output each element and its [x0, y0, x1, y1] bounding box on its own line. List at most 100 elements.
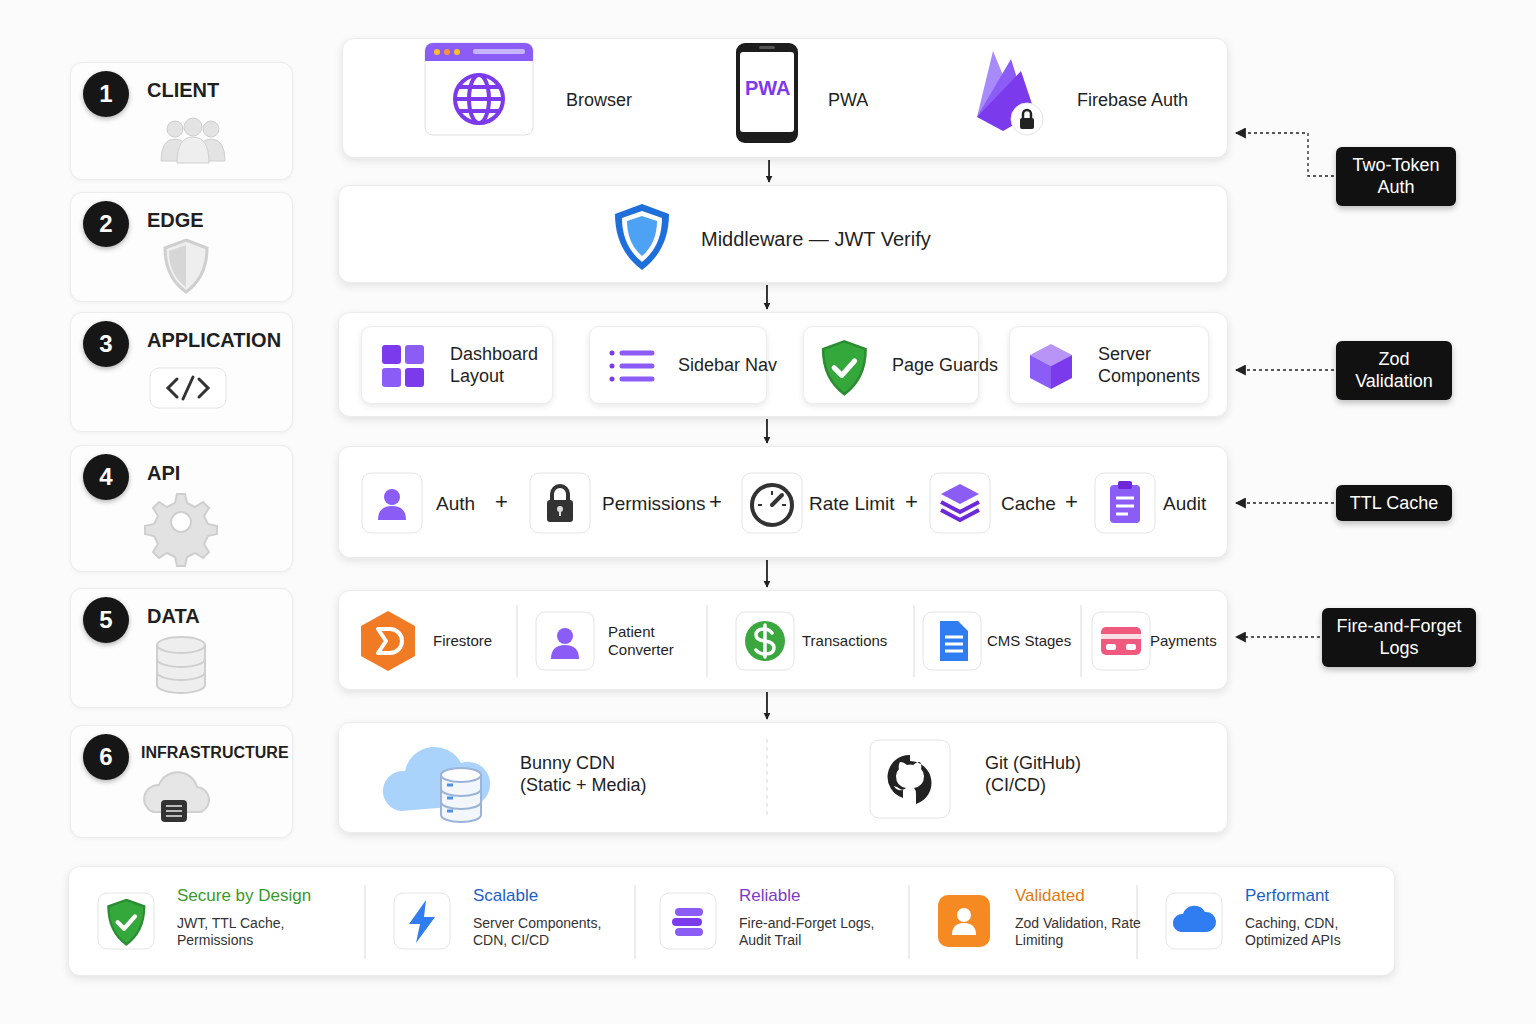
layer-card: APPLICATION3 — [70, 312, 293, 432]
icon — [606, 341, 656, 391]
label-text: Bunny CDN (Static + Media) — [520, 753, 658, 796]
label-text: PWA — [828, 90, 868, 112]
icon — [379, 737, 499, 823]
divider — [913, 605, 915, 677]
label-text: Transactions — [802, 632, 887, 650]
feature-item: ScalableServer Components, CDN, CI/CD — [393, 882, 643, 962]
layer-card: DATA 5 — [70, 588, 293, 708]
icon — [149, 490, 213, 554]
label-text: + — [905, 489, 918, 515]
label-text: + — [495, 489, 508, 515]
icon — [818, 338, 874, 398]
layer-card: EDGE 2 — [70, 192, 293, 302]
callout-box: TTL Cache — [1336, 485, 1452, 522]
label-text: Performant — [1245, 886, 1329, 906]
flow-arrow — [766, 692, 768, 719]
dashed-arrow — [1236, 133, 1334, 176]
icon — [869, 739, 951, 819]
layer-band: Auth+Permissions+Rate Limit+Cache+Audit — [338, 446, 1228, 558]
label-text: Two-Token Auth — [1346, 154, 1446, 199]
label-text: DATA — [147, 604, 200, 628]
layer-number: 3 — [83, 321, 129, 367]
icon — [971, 47, 1051, 139]
icon — [97, 892, 155, 950]
layer-card: INFRASTRUCTURE 6 — [70, 725, 293, 838]
layer-band: BrowserPWAFirebase AuthPWA — [342, 38, 1228, 158]
label-text: Server Components, CDN, CI/CD — [473, 915, 633, 949]
layer-number-text: 5 — [83, 606, 129, 635]
label-text: Validated — [1015, 886, 1085, 906]
flow-arrow — [768, 160, 770, 182]
icon — [139, 766, 217, 828]
label-text: Zod Validation, Rate Limiting — [1015, 915, 1175, 949]
label-text: Reliable — [739, 886, 800, 906]
layer-number-text: 2 — [83, 210, 129, 239]
label-text: Rate Limit — [809, 493, 895, 516]
label-text: CMS Stages — [987, 632, 1071, 650]
label-text: Zod Validation — [1346, 348, 1442, 393]
label-text: CLIENT — [147, 78, 219, 102]
label-text: Firestore — [433, 632, 492, 650]
flow-arrow — [766, 560, 768, 587]
feature-item: ReliableFire-and-Forget Logs, Audit Trai… — [659, 882, 909, 962]
icon — [393, 892, 451, 950]
divider — [706, 605, 708, 677]
layer-number: 5 — [83, 597, 129, 643]
flow-arrow — [766, 419, 768, 443]
label-text: TTL Cache — [1346, 492, 1442, 515]
divider — [634, 885, 636, 959]
label-text: Patient Converter — [608, 623, 703, 659]
icon — [1165, 892, 1223, 950]
label-text: + — [709, 489, 722, 515]
layer-number: 6 — [83, 734, 129, 780]
divider — [908, 885, 910, 959]
flow-arrow — [766, 285, 768, 309]
dashed-arrow — [1236, 369, 1334, 370]
icon — [735, 611, 795, 671]
label-text: Scalable — [473, 886, 538, 906]
layer-band: Bunny CDN (Static + Media) Git (GitHub) (… — [338, 722, 1228, 833]
component-card: Server Components — [1009, 326, 1209, 404]
icon — [935, 892, 993, 950]
icon — [153, 633, 209, 697]
icon — [1094, 472, 1156, 534]
layer-number-text: 1 — [83, 80, 129, 109]
feature-item: PerformantCaching, CDN, Optimized APIs — [1165, 882, 1385, 962]
label-text: + — [1065, 489, 1078, 515]
icon — [361, 472, 423, 534]
icon — [922, 611, 982, 671]
icon — [423, 41, 535, 137]
label-text: Secure by Design — [177, 886, 311, 906]
layer-band: Dashboard LayoutSidebar NavPage GuardsSe… — [338, 312, 1228, 417]
phone-screen-text: PWA — [745, 77, 791, 100]
icon — [1091, 611, 1151, 671]
layer-band: Firestore Patient Converter Transactions CM… — [338, 590, 1228, 690]
label-text: INFRASTRUCTURE — [141, 743, 289, 762]
callout-box: Fire-and-Forget Logs — [1322, 608, 1476, 667]
dashed-arrow — [1236, 636, 1320, 637]
layer-number-text: 6 — [83, 743, 129, 772]
divider — [766, 739, 768, 819]
label-text: Fire-and-Forget Logs, Audit Trail — [739, 915, 899, 949]
layer-card: API4 — [70, 445, 293, 572]
label-text: Permissions — [602, 493, 705, 516]
label-text: Caching, CDN, Optimized APIs — [1245, 915, 1405, 949]
label-text: Auth — [436, 493, 475, 516]
icon — [378, 341, 428, 391]
divider-lines — [339, 723, 1229, 834]
label-text: Page Guards — [892, 355, 1002, 377]
icon — [929, 472, 991, 534]
divider — [1080, 605, 1082, 677]
icon — [1026, 341, 1076, 391]
icon — [153, 115, 233, 165]
icon — [529, 472, 591, 534]
label-text: EDGE — [147, 208, 204, 232]
label-text: Payments — [1150, 632, 1217, 650]
label-text: Middleware — JWT Verify — [701, 227, 931, 251]
label-text: Git (GitHub) (CI/CD) — [985, 753, 1097, 796]
feature-item: ValidatedZod Validation, Rate Limiting — [935, 882, 1155, 962]
label-text: Sidebar Nav — [678, 355, 788, 377]
layer-number: 2 — [83, 201, 129, 247]
label-text: Fire-and-Forget Logs — [1332, 615, 1466, 660]
